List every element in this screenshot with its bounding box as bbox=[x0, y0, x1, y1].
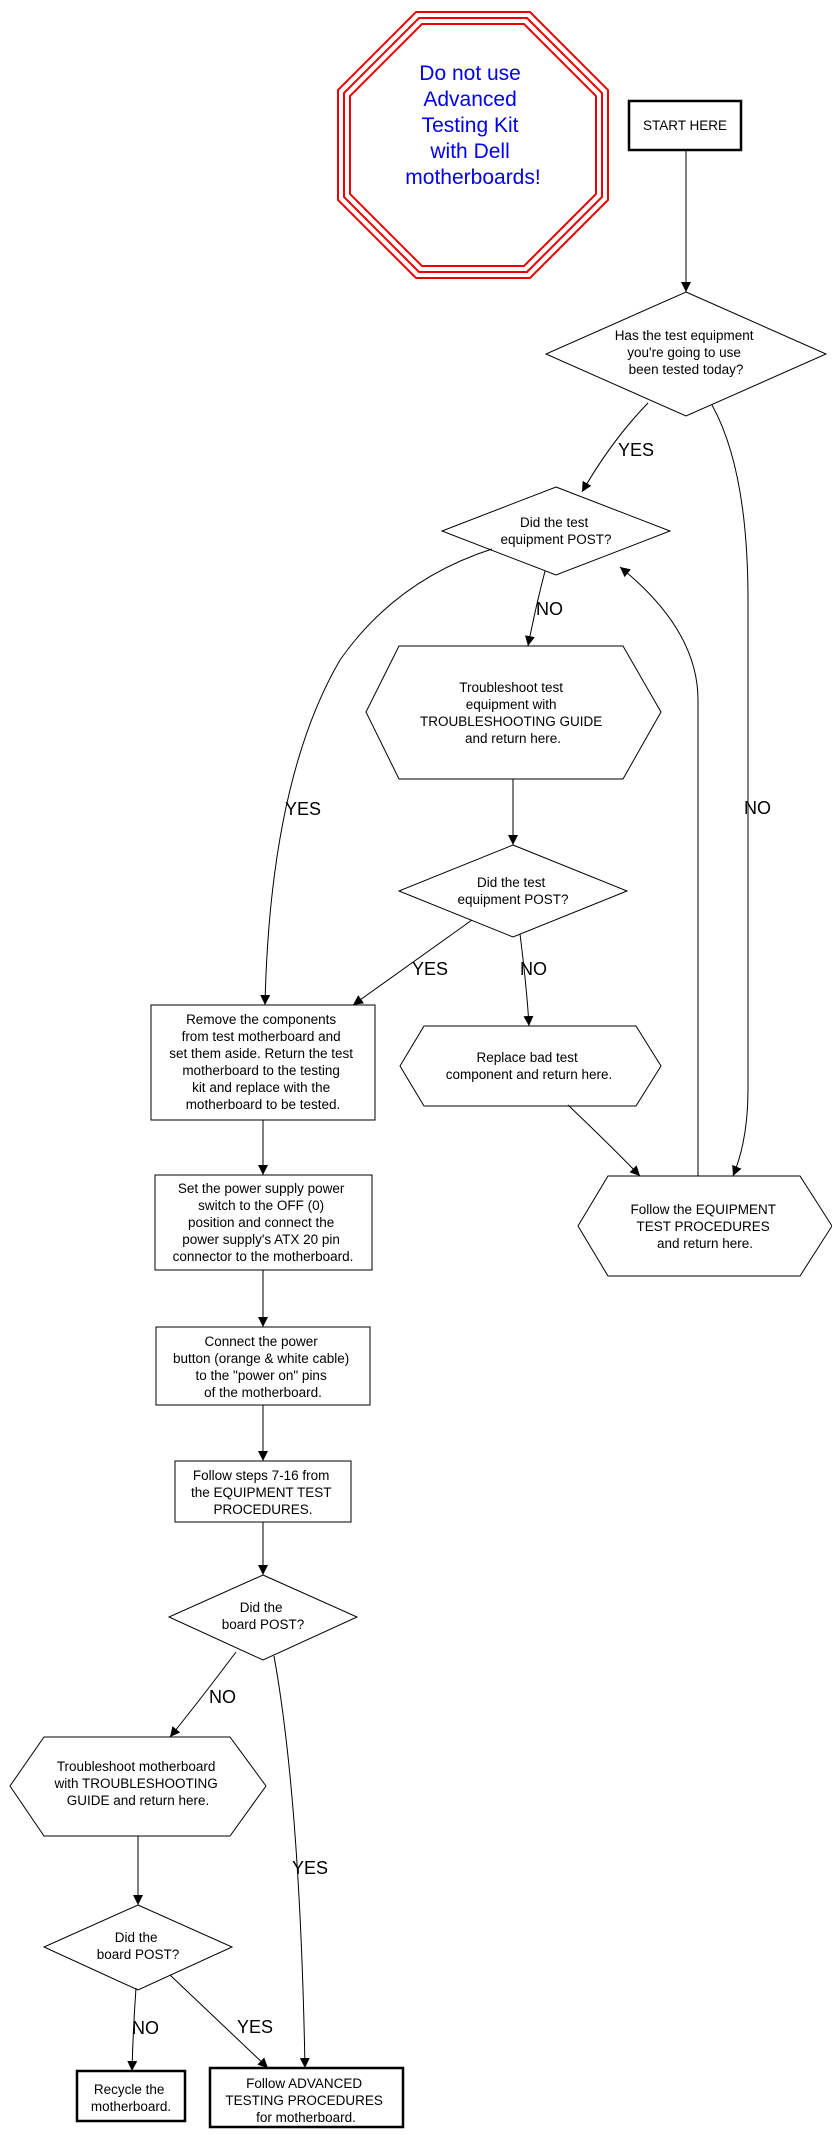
decision-board-post-2: Did the board POST? bbox=[42, 1904, 234, 1991]
replace-component-hexagon: Replace bad test component and return he… bbox=[399, 1025, 662, 1107]
follow-equipment-test-label: Follow the EQUIPMENT TEST PROCEDURES and… bbox=[630, 1202, 779, 1251]
remove-components-label: Remove the components from test motherbo… bbox=[169, 1012, 357, 1112]
edges bbox=[127, 151, 749, 2072]
follow-advanced-label: Follow ADVANCED TESTING PROCEDURES for m… bbox=[225, 2076, 386, 2125]
edge-q-board1-to-troubleshoot-mb bbox=[169, 1651, 237, 1738]
warning-text: Do not use Advanced Testing Kit with Del… bbox=[405, 62, 540, 189]
decision-equipment-post-2-label: Did the test equipment POST? bbox=[457, 875, 568, 907]
edge-label-q-post1-no: NO bbox=[536, 599, 563, 619]
troubleshoot-equipment-hexagon: Troubleshoot test equipment with TROUBLE… bbox=[365, 645, 662, 780]
set-power-label: Set the power supply power switch to the… bbox=[173, 1181, 354, 1264]
decision-board-post-1-label: Did the board POST? bbox=[222, 1600, 305, 1632]
edge-label-q-post2-yes: YES bbox=[412, 959, 448, 979]
edge-q-tested-to-follow-equipment bbox=[711, 404, 749, 1177]
decision-equipment-post-1-label: Did the test equipment POST? bbox=[500, 515, 611, 547]
follow-advanced-box: Follow ADVANCED TESTING PROCEDURES for m… bbox=[208, 2066, 405, 2129]
edge-q-post1-to-troubleshoot bbox=[525, 570, 546, 647]
warning-stop-sign: Do not use Advanced Testing Kit with Del… bbox=[337, 11, 609, 279]
connect-button-label: Connect the power button (orange & white… bbox=[173, 1334, 353, 1400]
edge-q-post2-to-replace bbox=[519, 933, 534, 1027]
edge-q-tested-to-q-post1 bbox=[581, 402, 649, 493]
edge-label-q-board1-no: NO bbox=[209, 1687, 236, 1707]
edge-label-q-board1-yes: YES bbox=[292, 1858, 328, 1878]
edge-replace-to-follow-equipment bbox=[567, 1104, 641, 1177]
set-power-box: Set the power supply power switch to the… bbox=[154, 1174, 373, 1271]
decision-equipment-tested: Has the test equipment you're going to u… bbox=[544, 291, 828, 417]
decision-equipment-tested-label: Has the test equipment you're going to u… bbox=[615, 328, 758, 377]
decision-equipment-post-2: Did the test equipment POST? bbox=[397, 844, 629, 938]
edge-labels: YES NO NO YES YES NO NO YES NO YES bbox=[132, 440, 771, 2038]
troubleshoot-equipment-label: Troubleshoot test equipment with TROUBLE… bbox=[420, 680, 606, 746]
replace-component-label: Replace bad test component and return he… bbox=[446, 1050, 613, 1082]
follow-equipment-test-hexagon: Follow the EQUIPMENT TEST PROCEDURES and… bbox=[577, 1175, 832, 1277]
start-label: START HERE bbox=[643, 118, 727, 133]
follow-steps-box: Follow steps 7-16 from the EQUIPMENT TES… bbox=[174, 1460, 352, 1523]
follow-steps-label: Follow steps 7-16 from the EQUIPMENT TES… bbox=[191, 1468, 335, 1517]
edge-label-q-tested-no: NO bbox=[744, 798, 771, 818]
edge-label-q-board2-yes: YES bbox=[237, 2017, 273, 2037]
edge-q-board2-to-recycle bbox=[127, 1987, 138, 2072]
recycle-box: Recycle the motherboard. bbox=[75, 2069, 187, 2123]
remove-components-box: Remove the components from test motherbo… bbox=[150, 1004, 376, 1121]
edge-q-post1-to-remove bbox=[260, 548, 493, 1006]
decision-board-post-2-label: Did the board POST? bbox=[97, 1930, 180, 1962]
edge-label-q-tested-yes: YES bbox=[618, 440, 654, 460]
decision-board-post-1: Did the board POST? bbox=[167, 1574, 359, 1661]
edge-q-board1-to-follow-advanced bbox=[273, 1655, 310, 2069]
troubleshoot-motherboard-hexagon: Troubleshoot motherboard with TROUBLESHO… bbox=[9, 1736, 267, 1837]
recycle-label: Recycle the motherboard. bbox=[91, 2082, 171, 2114]
edge-label-q-post2-no: NO bbox=[520, 959, 547, 979]
decision-equipment-post-1: Did the test equipment POST? bbox=[440, 486, 672, 576]
start-box: START HERE bbox=[627, 99, 743, 152]
edge-label-q-post1-yes: YES bbox=[285, 799, 321, 819]
edge-follow-equipment-to-q-post1 bbox=[619, 566, 699, 1176]
edge-label-q-board2-no: NO bbox=[132, 2018, 159, 2038]
edge-q-post2-to-remove bbox=[352, 919, 473, 1006]
edge-q-board2-to-follow-advanced bbox=[169, 1974, 269, 2069]
connect-button-box: Connect the power button (orange & white… bbox=[155, 1326, 371, 1406]
troubleshoot-motherboard-label: Troubleshoot motherboard with TROUBLESHO… bbox=[53, 1759, 221, 1808]
